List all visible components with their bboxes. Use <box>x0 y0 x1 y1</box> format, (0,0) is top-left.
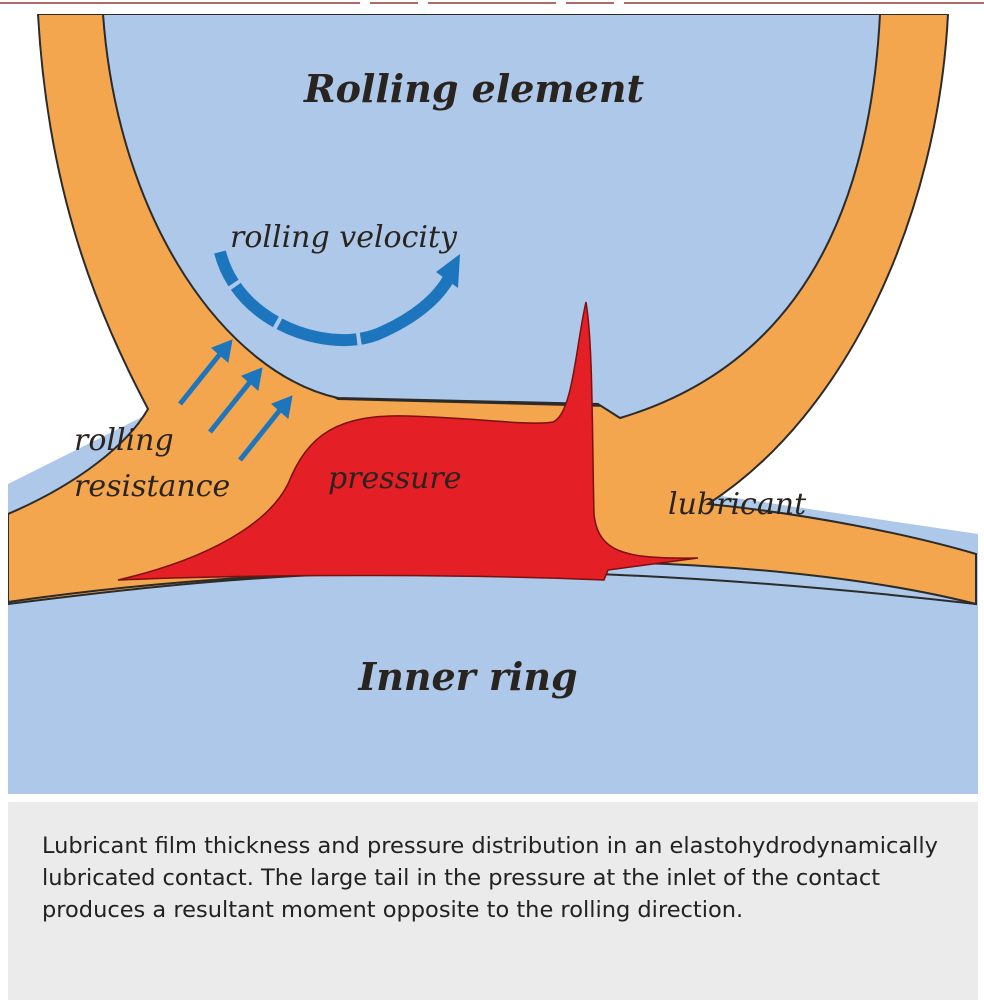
lubricant-label: lubricant <box>668 487 807 522</box>
pressure-label: pressure <box>328 461 462 496</box>
ehl-contact-diagram: Rolling element Inner ring rolling veloc… <box>8 14 978 794</box>
pressure-distribution <box>117 301 699 581</box>
rolling-velocity-label: rolling velocity <box>230 220 458 255</box>
top-border-strip <box>0 0 984 12</box>
inner-ring-label: Inner ring <box>357 654 577 699</box>
curved-arrow-icon <box>214 250 460 347</box>
rolling-element-label: Rolling element <box>303 66 644 111</box>
rolling-resistance-label-line2: resistance <box>74 469 230 504</box>
straight-arrow-icon <box>178 339 293 462</box>
rolling-element-body <box>101 14 882 420</box>
right-air-gap <box>708 14 978 534</box>
caption-text: Lubricant film thickness and pressure di… <box>42 833 938 923</box>
caption-panel: Lubricant film thickness and pressure di… <box>8 802 978 1000</box>
rolling-resistance-label-line1: rolling <box>74 423 174 458</box>
